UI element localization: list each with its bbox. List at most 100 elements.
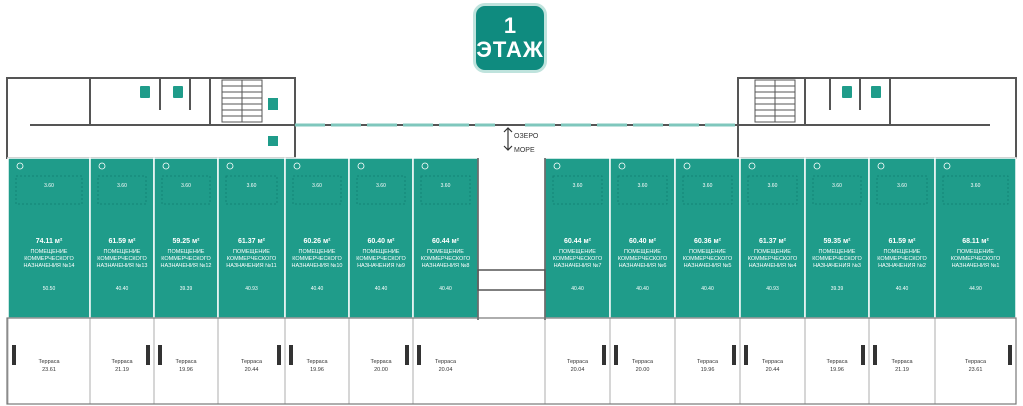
unit-height: 3.60 [832, 183, 842, 189]
unit-inner-area: 39.39 [180, 286, 193, 292]
unit-number: НАЗНАЧЕНИЯ №13 [97, 263, 148, 269]
unit-name-line-2: КОММЕРЧЕСКОГО [356, 256, 406, 262]
unit-fill [674, 157, 741, 319]
unit-inner-area: 40.40 [375, 286, 388, 292]
unit-height: 3.60 [247, 183, 257, 189]
unit-inner-area: 40.40 [896, 286, 909, 292]
staircase-icon [221, 79, 796, 123]
unit-name-line-1: ПОМЕЩЕНИЕ [299, 249, 336, 255]
unit-inner-area: 40.40 [636, 286, 649, 292]
terrace-label: Терраса [111, 359, 133, 365]
terrace-area: 20.04 [439, 367, 453, 373]
terrace-area: 19.96 [179, 367, 193, 373]
door-swing-icon [877, 162, 885, 170]
terrace-label: Терраса [306, 359, 328, 365]
unit-name-line-1: ПОМЕЩЕНИЕ [754, 249, 791, 255]
unit-niche [292, 175, 342, 205]
terrace-column [873, 345, 877, 365]
unit-inner-area: 40.40 [311, 286, 324, 292]
terrace-column [12, 345, 16, 365]
terrace-column [146, 345, 150, 365]
floor-label: ЭТАЖ [476, 37, 544, 62]
unit-height: 3.60 [768, 183, 778, 189]
unit-name-line-1: ПОМЕЩЕНИЕ [31, 249, 68, 255]
door-swing-icon [357, 162, 365, 170]
unit-niche [161, 175, 211, 205]
direction-down-label: МОРЕ [514, 147, 535, 154]
unit-height: 3.60 [573, 183, 583, 189]
door-swing-icon [16, 162, 24, 170]
terrace-area: 19.96 [310, 367, 324, 373]
unit-number: НАЗНАЧЕНИЯ №1 [952, 263, 1000, 269]
unit-number: НАЗНАЧЕНИЯ №7 [554, 263, 602, 269]
terrace-5[interactable]: Терраса 19.96 [284, 318, 328, 404]
unit-name-line-2: КОММЕРЧЕСКОГО [683, 256, 733, 262]
unit-inner-area: 40.40 [439, 286, 452, 292]
terrace-column [1008, 345, 1012, 365]
terrace-area: 21.19 [895, 367, 909, 373]
terrace-label: Терраса [567, 359, 589, 365]
terrace-column [158, 345, 162, 365]
unit-fill [284, 157, 350, 319]
unit-height: 3.60 [117, 183, 127, 189]
terrace-label: Терраса [38, 359, 60, 365]
unit-area: 61.37 м² [759, 238, 787, 245]
door-swing-icon [618, 162, 626, 170]
door-swing-icon [226, 162, 234, 170]
unit-fill [7, 157, 91, 319]
unit-number: НАЗНАЧЕНИЯ №9 [357, 263, 405, 269]
terrace-area: 20.00 [374, 367, 388, 373]
unit-name-line-2: КОММЕРЧЕСКОГО [24, 256, 74, 262]
unit-niche [420, 175, 471, 205]
terrace-area: 20.00 [636, 367, 650, 373]
unit-inner-area: 40.40 [701, 286, 714, 292]
unit-name-line-1: ПОМЕЩЕНИЕ [233, 249, 270, 255]
unit-inner-area: 50.50 [43, 286, 56, 292]
unit-name-line-2: КОММЕРЧЕСКОГО [951, 256, 1001, 262]
unit-name-line-2: КОММЕРЧЕСКОГО [227, 256, 277, 262]
fire-exit-icon [268, 98, 278, 146]
unit-number: НАЗНАЧЕНИЯ №12 [161, 263, 212, 269]
terrace-column [405, 345, 409, 365]
unit-inner-area: 40.40 [571, 286, 584, 292]
unit-name-line-1: ПОМЕЩЕНИЕ [427, 249, 464, 255]
unit-name-line-2: КОММЕРЧЕСКОГО [618, 256, 668, 262]
unit-area: 60.40 м² [368, 238, 396, 245]
unit-area: 61.37 м² [238, 238, 266, 245]
terrace-label: Терраса [241, 359, 263, 365]
door-swing-icon [162, 162, 170, 170]
unit-height: 3.60 [44, 183, 54, 189]
terrace-area: 23.61 [42, 367, 56, 373]
terrace-1[interactable]: Терраса 23.61 [7, 318, 60, 404]
wc-icon [140, 86, 881, 98]
terrace-area: 19.96 [830, 367, 844, 373]
unit-height: 3.60 [441, 183, 451, 189]
